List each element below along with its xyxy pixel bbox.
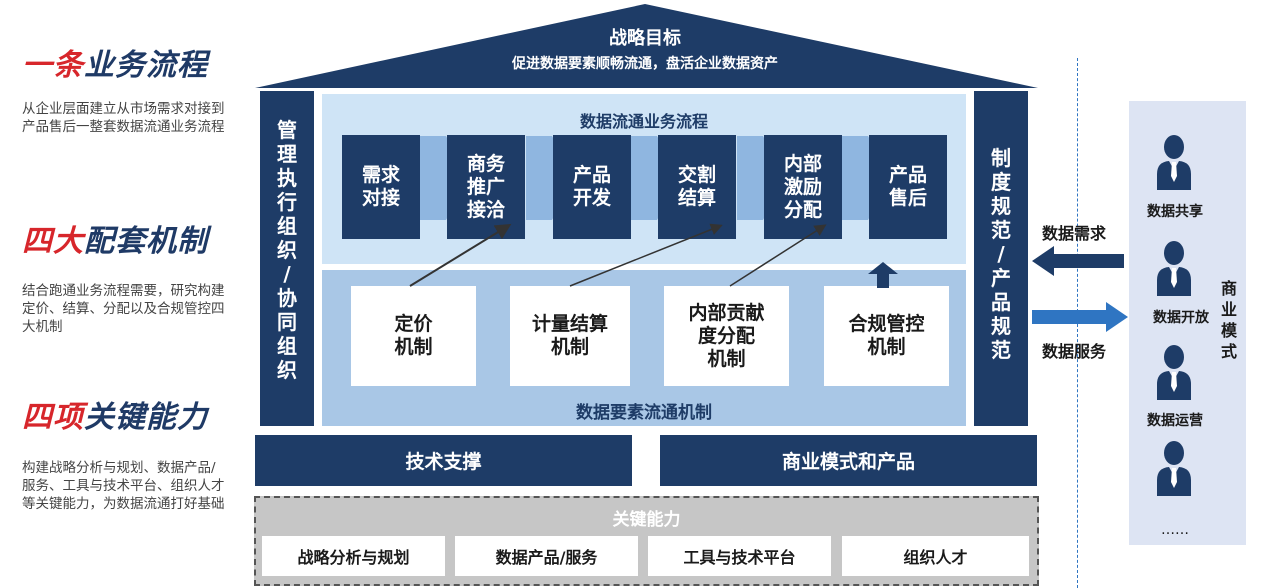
label-data-service: 数据服务 [1042, 342, 1107, 361]
connector-contribution [729, 224, 827, 287]
mechanism-metering-settlement: 计量结算 机制 [510, 286, 630, 386]
left-pillar-text: 管 理 执 行 组 织 / 协 同 组 织 [277, 118, 297, 382]
user-label-data-opening: 数据开放 [1153, 310, 1209, 326]
right-pillar [974, 91, 1028, 426]
bar-tech-support: 技术支撑 [255, 435, 632, 486]
capabilities-title: 关键能力 [612, 510, 681, 530]
mechanism-contribution-distribution: 内部贡献 度分配 机制 [664, 286, 789, 386]
desc-key-capabilities: 构建战略分析与规划、数据产品/服务、工具与技术平台、组织人才等关键能力，为数据流… [22, 460, 225, 512]
step-demand-matching: 需求 对接 [342, 135, 420, 239]
roof-subtitle: 促进数据要素顺畅流通，盘活企业数据资产 [512, 56, 778, 72]
user-label-data-operation: 数据运营 [1147, 413, 1203, 429]
user-icon [1157, 441, 1191, 496]
user-label-more: …… [1161, 522, 1189, 538]
heading-business-process: 一条业务流程 [22, 48, 208, 83]
step-incentive-distribution: 内部 激励 分配 [764, 135, 842, 239]
connector-metering [569, 223, 723, 287]
mechanism-compliance-control: 合规管控 机制 [824, 286, 949, 386]
business-model-title: 商 业 模 式 [1220, 279, 1237, 361]
capability-strategy: 战略分析与规划 [262, 536, 445, 576]
user-label-data-sharing: 数据共享 [1147, 204, 1203, 220]
step-business-promotion: 商务 推广 接洽 [447, 135, 525, 239]
capability-data-products: 数据产品/服务 [455, 536, 638, 576]
step-settlement: 交割 结算 [658, 135, 736, 239]
compliance-up-arrow [868, 262, 898, 288]
connector-pricing [409, 223, 512, 287]
mechanism-pricing: 定价 机制 [351, 286, 476, 386]
mechanism-title: 数据要素流通机制 [576, 403, 712, 423]
capability-tools-platform: 工具与技术平台 [648, 536, 831, 576]
mechanism-connectors [409, 223, 827, 287]
label-data-demand: 数据需求 [1042, 224, 1107, 243]
right-pillar-text: 制 度 规 范 / 产 品 规 范 [991, 146, 1011, 362]
desc-business-process: 从企业层面建立从市场需求对接到产品售后一整套数据流通业务流程 [22, 101, 225, 135]
user-icon [1157, 345, 1191, 400]
step-product-development: 产品 开发 [553, 135, 631, 239]
user-icon [1157, 135, 1191, 190]
arrow-data-demand [1032, 246, 1124, 276]
left-pillar [260, 91, 314, 426]
user-icon [1157, 241, 1191, 296]
bar-business-model-products: 商业模式和产品 [660, 435, 1037, 486]
process-title: 数据流通业务流程 [579, 112, 708, 131]
step-after-sales: 产品 售后 [869, 135, 947, 239]
heading-key-capabilities: 四项关键能力 [22, 400, 208, 435]
roof [255, 4, 1038, 88]
roof-title: 战略目标 [609, 28, 681, 49]
heading-support-mechanisms: 四大配套机制 [22, 224, 208, 259]
arrow-data-service [1032, 302, 1128, 332]
desc-support-mechanisms: 结合跑通业务流程需要，研究构建定价、结算、分配以及合规管控四大机制 [22, 283, 225, 335]
capability-talent: 组织人才 [842, 536, 1029, 576]
